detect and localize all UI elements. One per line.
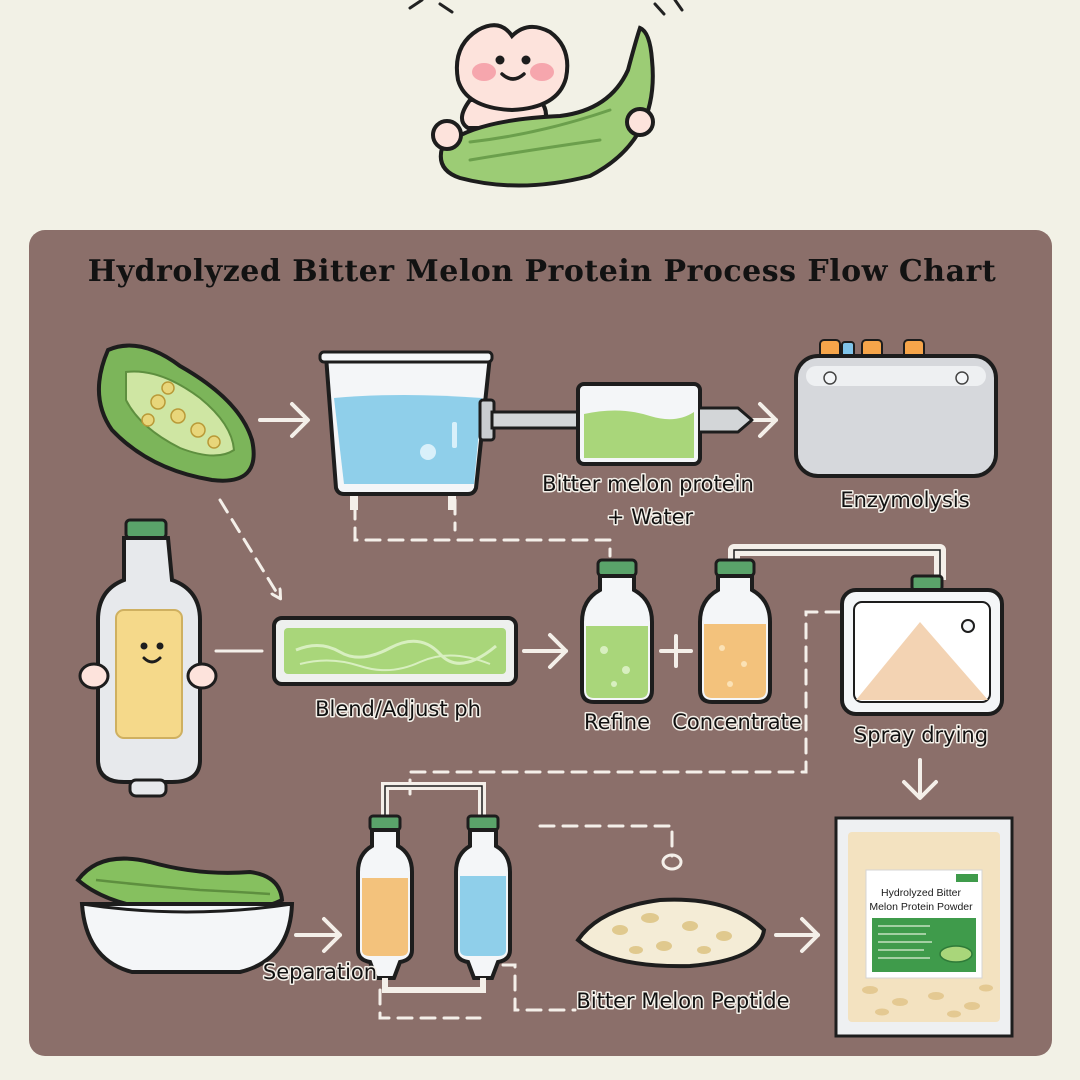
beaker-icon [318, 350, 494, 510]
bitter-melon-cut-icon [97, 343, 256, 483]
refine-bottle-icon [580, 558, 654, 704]
protein-water-vessel-icon [478, 382, 754, 466]
chart-title: Hydrolyzed Bitter Melon Protein Process … [88, 254, 996, 289]
label-concentrate: Concentrate [672, 710, 802, 734]
dashed-connectors [218, 498, 842, 1020]
blend-tray-icon [272, 616, 518, 686]
label-protein-water-line2: + Water [607, 505, 694, 529]
enzymolysis-machine-icon [794, 339, 998, 478]
spray-dryer-icon [840, 574, 1004, 716]
label-spray-drying: Spray drying [854, 723, 988, 747]
concentrate-bottle-icon [698, 558, 772, 704]
label-refine: Refine [584, 710, 650, 734]
mascot-illustration [408, 0, 684, 188]
label-blend: Blend/Adjust ph [315, 697, 481, 721]
plus-sign [659, 634, 693, 668]
package-label-line1: Hydrolyzed Bitter [881, 887, 961, 899]
product-package-icon: Hydrolyzed Bitter Melon Protein Powder [834, 816, 1014, 1038]
label-protein-water-line1: Bitter melon protein [542, 472, 754, 496]
filter-cartridge-mascot-icon [78, 518, 218, 798]
separation-columns-icon [356, 782, 512, 993]
peptide-powder-pile-icon [575, 853, 767, 969]
label-separation: Separation [263, 960, 377, 984]
package-label-line2: Melon Protein Powder [869, 901, 973, 913]
melon-bowl-icon [75, 856, 295, 974]
flow-arrows [214, 402, 938, 953]
label-peptide: Bitter Melon Peptide [576, 989, 789, 1013]
label-enzymolysis: Enzymolysis [840, 488, 969, 512]
